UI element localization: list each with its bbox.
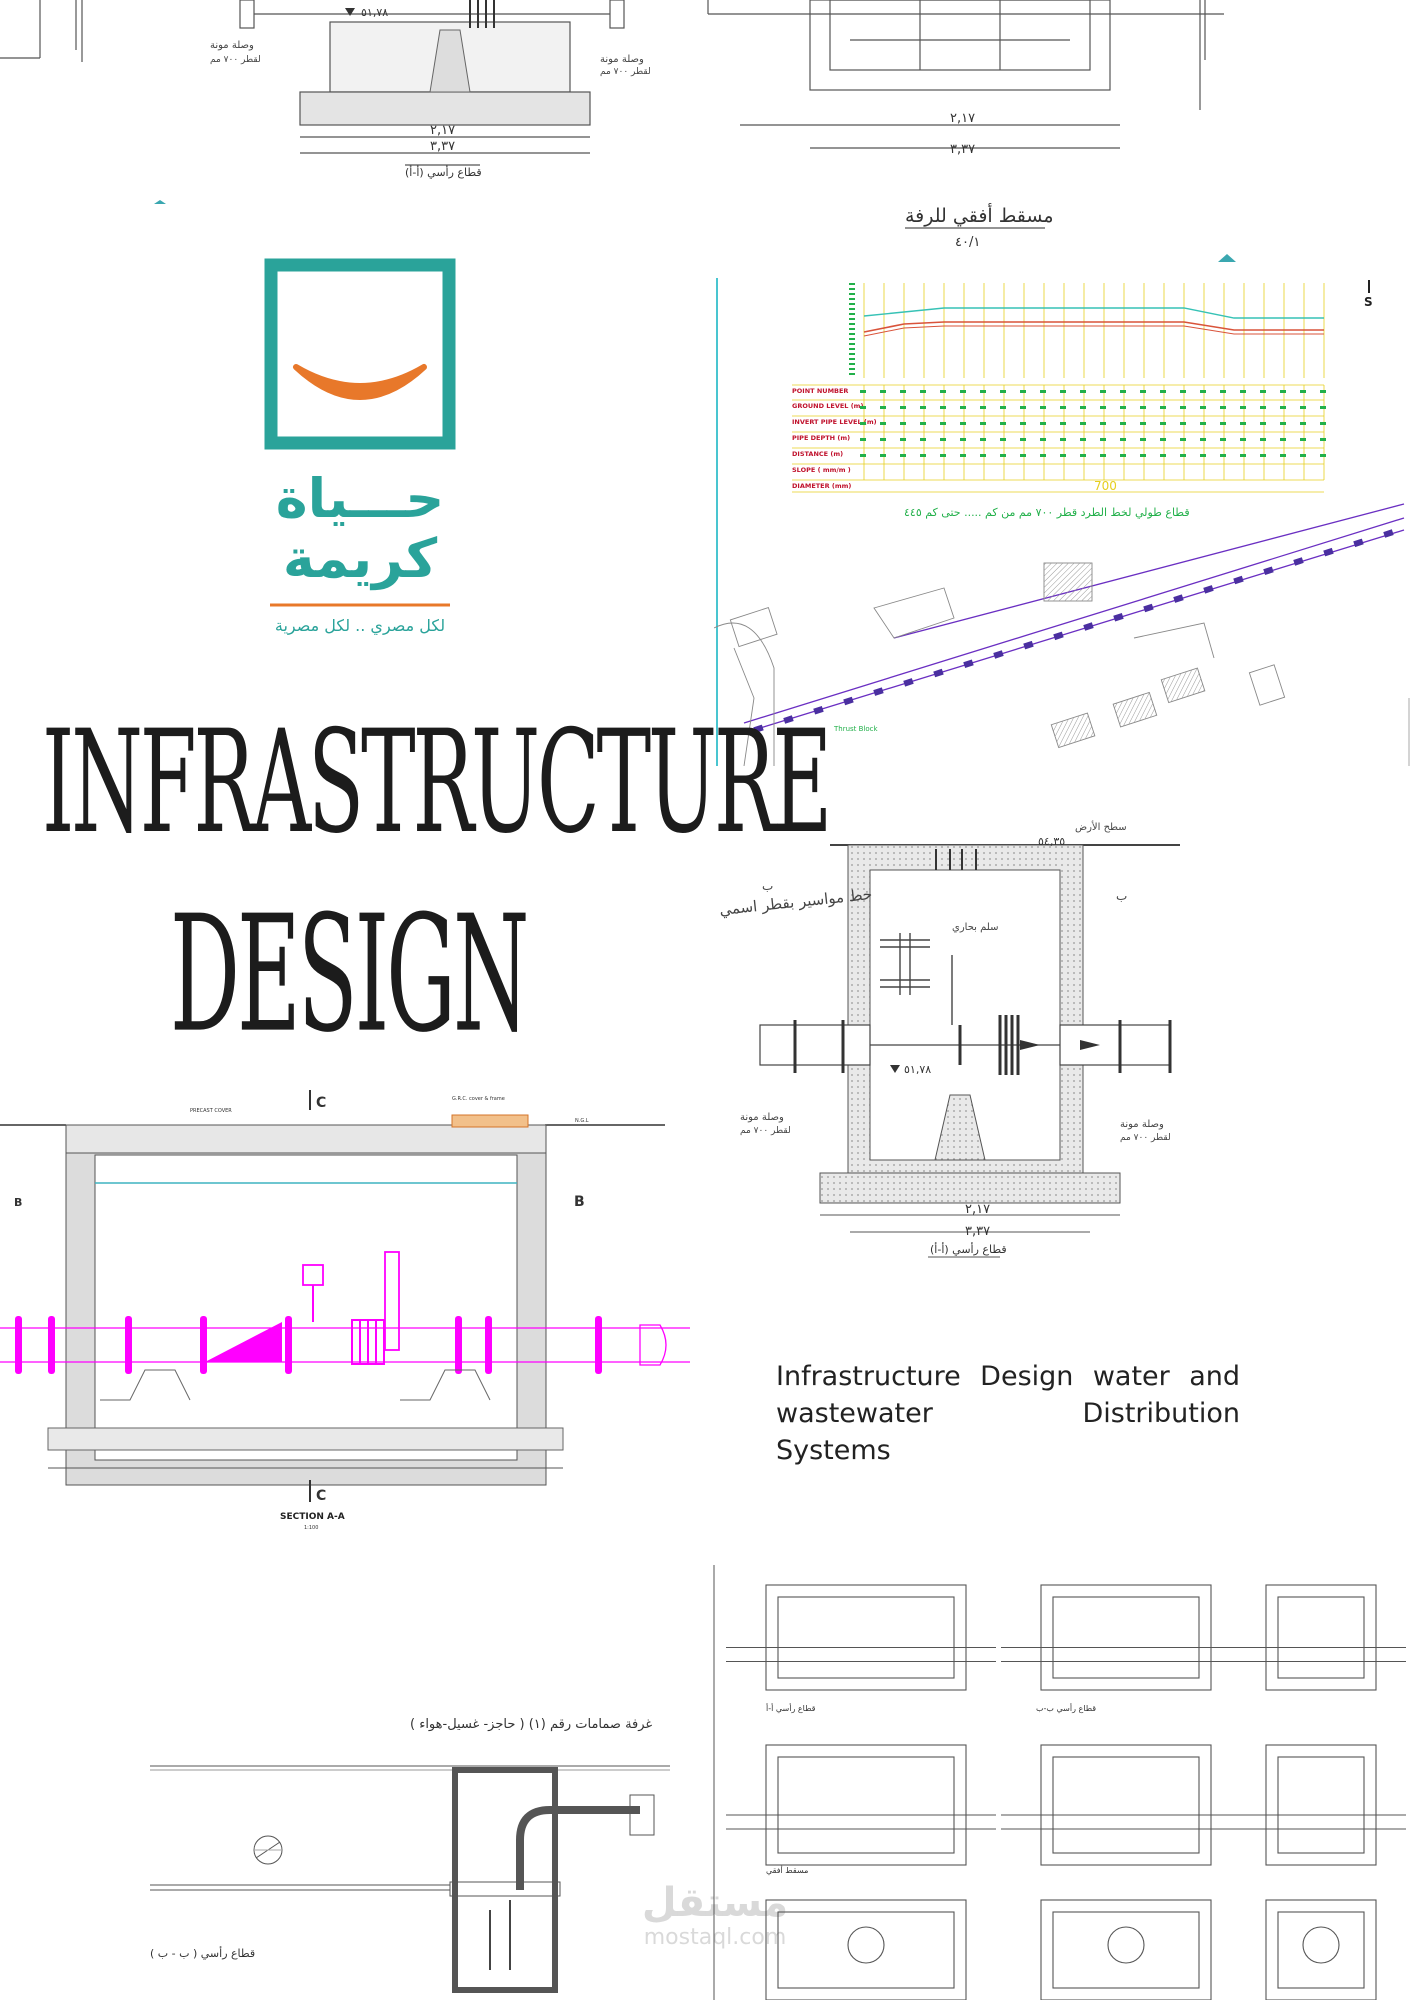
top-left-diameter-label: لقطر ٧٠٠ مم [210, 55, 261, 65]
mid-marker-b-left: ب [762, 879, 773, 893]
profile-row-label: PIPE DEPTH (m) [792, 434, 850, 442]
logo-smile-icon [293, 364, 427, 400]
aa-marker-b-left: B [14, 1196, 22, 1209]
mid-ground-label: سطح الأرض [1075, 820, 1127, 833]
drawing-valve-chamber: غرفة صمامات رقم (١) ( حاجز- غسيل-هواء ) … [150, 1700, 690, 2000]
mid-caption: قطاع رأسي (أ-أ) [930, 1242, 1007, 1256]
mid-diameter-label: لقطر ٧٠٠ مم [740, 1126, 791, 1136]
mid-diameter-label-right: لقطر ٧٠٠ مم [1120, 1133, 1171, 1143]
aa-marker-c-top: C [316, 1095, 326, 1111]
title-line1: INFRASTRUCTURE [42, 700, 832, 865]
north-arrow-label: S [1364, 295, 1373, 309]
watermark-url: mostaql.com [643, 1925, 787, 1950]
sheet-caption-3: مسقط أفقي [766, 1865, 808, 1875]
aa-section-scale: 1:100 [304, 1525, 318, 1531]
top-left-dim-total: ٣,٣٧ [430, 139, 455, 154]
mid-dim-total: ٣,٣٧ [965, 1224, 990, 1239]
top-right-caption: مسقط أفقي للرفة [905, 203, 1054, 227]
aa-marker-c-bottom: C [316, 1488, 326, 1504]
profile-row-label: DIAMETER (mm) [792, 482, 851, 490]
profile-row-label: DISTANCE (m) [792, 450, 843, 458]
drawing-top-right: ٢,١٧ ٣,٣٧ مسقط أفقي للرفة ٤٠/١ [700, 0, 1414, 275]
mid-joint-label: وصلة مونة [740, 1112, 784, 1123]
profile-row-label: SLOPE ( mm/m ) [792, 466, 851, 474]
aa-cover-label: PRECAST COVER [190, 1108, 232, 1114]
mid-pipe-level: ٥١,٧٨ [904, 1063, 931, 1076]
mid-dim-mid: ٢,١٧ [965, 1202, 990, 1217]
top-right-dim-mid: ٢,١٧ [950, 111, 975, 126]
top-right-dim-total: ٣,٣٧ [950, 142, 975, 157]
aa-section-title: SECTION A-A [280, 1512, 345, 1522]
description-line3: Systems [776, 1435, 891, 1466]
sheet-caption-2: قطاع رأسي ب-ب [1036, 1703, 1096, 1713]
chamber-caption: غرفة صمامات رقم (١) ( حاجز- غسيل-هواء ) [410, 1717, 652, 1732]
thrust-block-label: Thrust Block [833, 725, 879, 733]
logo-frame-icon [264, 258, 456, 450]
mid-marker-b-right: ب [1116, 889, 1127, 903]
title-line2: DESIGN [170, 880, 529, 1068]
aa-frame-label: G.R.C. cover & frame [452, 1096, 505, 1102]
mid-joint-label-right: وصلة مونة [1120, 1119, 1164, 1130]
mid-ground-level: ٥٤,٣٥ [1038, 835, 1065, 848]
drawing-profile-plan: POINT NUMBER GROUND LEVEL (m) INVERT PIP… [714, 278, 1414, 766]
profile-row-label: POINT NUMBER [792, 387, 848, 395]
chamber-section-label: قطاع رأسي ( ب - ب ) [150, 1946, 255, 1960]
logo-name-line2: كريمة [283, 527, 438, 590]
top-left-diameter-label-right: لقطر ٧٠٠ مم [600, 67, 651, 77]
description-line1: Infrastructure Design water and [776, 1361, 1240, 1392]
mostaql-watermark: مستقل mostaql.com [615, 1880, 815, 1960]
mid-ladder-label: سلم بحاري [952, 922, 998, 933]
profile-diameter-value: 700 [1094, 479, 1117, 493]
aa-marker-b-right: B [574, 1194, 585, 1210]
logo-name-line1: حـــياة [276, 467, 445, 530]
sheet-caption-1: قطاع رأسي أ-أ [766, 1703, 816, 1713]
drawing-vertical-section: ٥١,٧٨ ٥٤,٣٥ سطح الأرض سلم بحاري خط مواسي… [700, 815, 1260, 1275]
logo-tagline: لكل مصري .. لكل مصرية [275, 616, 445, 636]
drawing-sheet-bottom-right: قطاع رأسي أ-أ قطاع رأسي ب-ب مسقط أفقي [706, 1565, 1414, 2000]
top-left-joint-label-right: وصلة مونة [600, 54, 644, 65]
top-left-joint-label: وصلة مونة [210, 40, 254, 51]
drawing-section-aa: C PRECAST COVER G.R.C. cover & frame N.G… [0, 1070, 700, 1540]
description: Infrastructure Design water and wastewat… [776, 1358, 1240, 1469]
profile-row-label: GROUND LEVEL (m) [792, 402, 863, 410]
drawing-top-left: ٥١,٧٨ وصلة مونة لقطر ٧٠٠ مم وصلة مونة لق… [0, 0, 700, 215]
description-line2: wastewater Distribution [776, 1398, 1240, 1429]
hayah-karima-logo: حـــياة كريمة لكل مصري .. لكل مصرية [260, 255, 470, 645]
top-left-caption: قطاع رأسي (أ-أ) [405, 165, 482, 179]
profile-caption: قطاع طولي لخط الطرد قطر ٧٠٠ مم من كم ...… [904, 506, 1190, 519]
top-right-scale: ٤٠/١ [955, 235, 980, 250]
watermark-arabic: مستقل [641, 1880, 789, 1926]
top-left-pipe-level: ٥١,٧٨ [361, 6, 388, 19]
top-left-dim-mid: ٢,١٧ [430, 123, 455, 138]
profile-row-label: INVERT PIPE LEVEL (m) [792, 418, 877, 426]
aa-ngl-label: N.G.L [575, 1118, 589, 1124]
